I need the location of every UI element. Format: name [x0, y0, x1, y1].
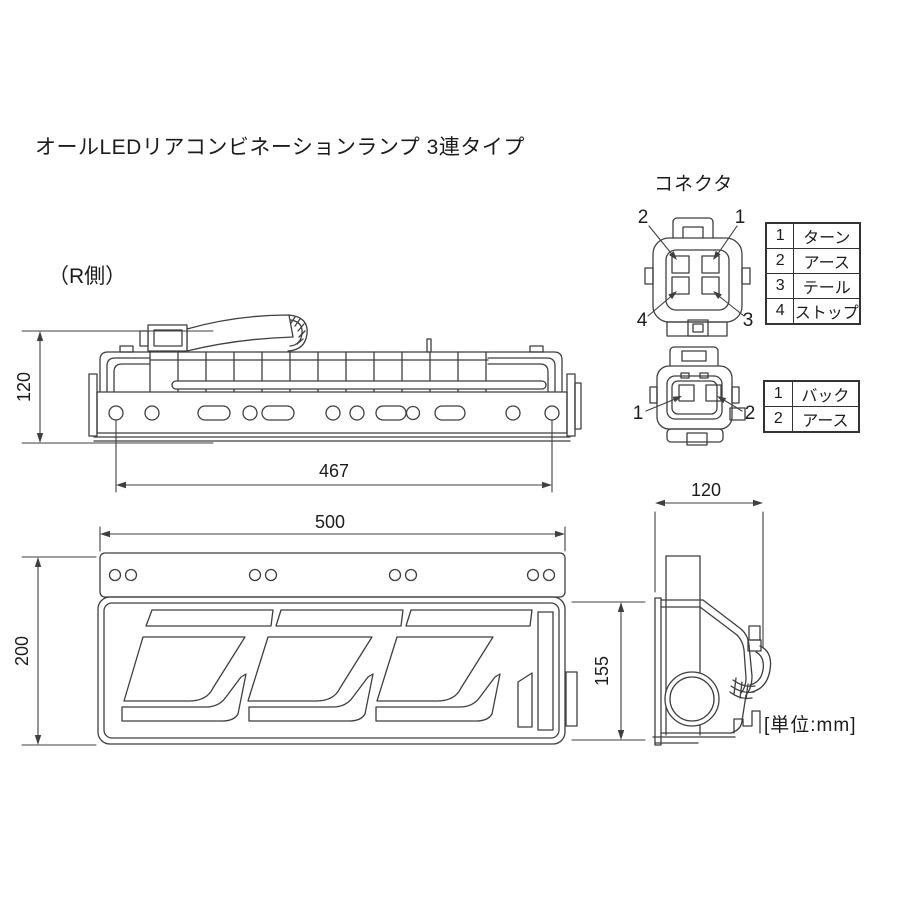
pin-callout-b2: 2	[745, 403, 756, 424]
pin-callout-3: 3	[743, 310, 754, 331]
front-view-drawing: 500	[12, 512, 646, 746]
label-cell: ストップ	[793, 298, 861, 325]
label-cell: アース	[793, 248, 861, 274]
top-view-mounting-bar	[88, 373, 582, 442]
front-view-lamp-body	[97, 596, 578, 745]
dim-side-depth-text: 120	[691, 480, 721, 500]
dim-top-height-text: 120	[14, 372, 34, 402]
connector-4pin-drawing: 2 1 4 3	[637, 207, 754, 337]
pin-cell: 1	[765, 222, 795, 249]
connector-2pin-drawing: 1 2	[633, 346, 756, 446]
table-row: 2 アース	[763, 406, 860, 433]
pin-callout-2: 2	[638, 207, 649, 228]
pin-cell: 2	[765, 248, 795, 274]
dim-front-height-text: 200	[12, 636, 32, 666]
connector-section-heading: コネクタ	[654, 174, 734, 195]
dim-hole-span-text: 467	[319, 461, 349, 481]
pin-cell: 1	[763, 380, 793, 407]
connector-2pin-table: 1 バック 2 アース	[763, 380, 860, 433]
dimension-lamp-height: 155	[571, 601, 646, 741]
pin-callout-1: 1	[735, 207, 746, 228]
table-row: 4 ストップ	[765, 298, 861, 325]
table-row: 2 アース	[765, 248, 861, 274]
pin-cell: 2	[763, 406, 793, 433]
dim-front-width-text: 500	[315, 512, 345, 532]
pin-cell: 4	[765, 298, 795, 325]
dimension-front-width: 500	[99, 512, 566, 552]
dimension-hole-span: 467	[115, 419, 553, 493]
table-row: 3 テール	[765, 273, 861, 299]
side-view-label: （R側）	[48, 265, 127, 288]
pin-callout-b1: 1	[633, 403, 644, 424]
side-view-drawing: 120	[652, 480, 772, 746]
wire-harness	[139, 314, 308, 352]
pin-callout-4: 4	[637, 310, 648, 331]
label-cell: ターン	[793, 222, 861, 249]
dim-lamp-height-text: 155	[592, 656, 612, 686]
table-row: 1 ターン	[765, 222, 861, 249]
page-title: オールLEDリアコンビネーションランプ 3連タイプ	[35, 136, 525, 159]
top-view-drawing: 120 467	[14, 314, 582, 493]
side-view-lamp-profile	[652, 555, 772, 746]
table-row: 1 バック	[763, 380, 860, 407]
label-cell: テール	[793, 273, 861, 299]
front-view-mounting-plate	[99, 552, 566, 598]
top-view-lamp-grid	[99, 338, 563, 393]
label-cell: バック	[791, 380, 860, 407]
unit-label: [単位:mm]	[764, 715, 857, 736]
dimension-front-height: 200	[12, 556, 97, 746]
label-cell: アース	[791, 406, 860, 433]
connector-4pin-table: 1 ターン 2 アース 3 テール 4 ストップ	[765, 222, 861, 325]
dimension-side-depth: 120	[654, 480, 764, 649]
pin-cell: 3	[765, 273, 795, 299]
dimension-top-height: 120	[14, 330, 214, 444]
